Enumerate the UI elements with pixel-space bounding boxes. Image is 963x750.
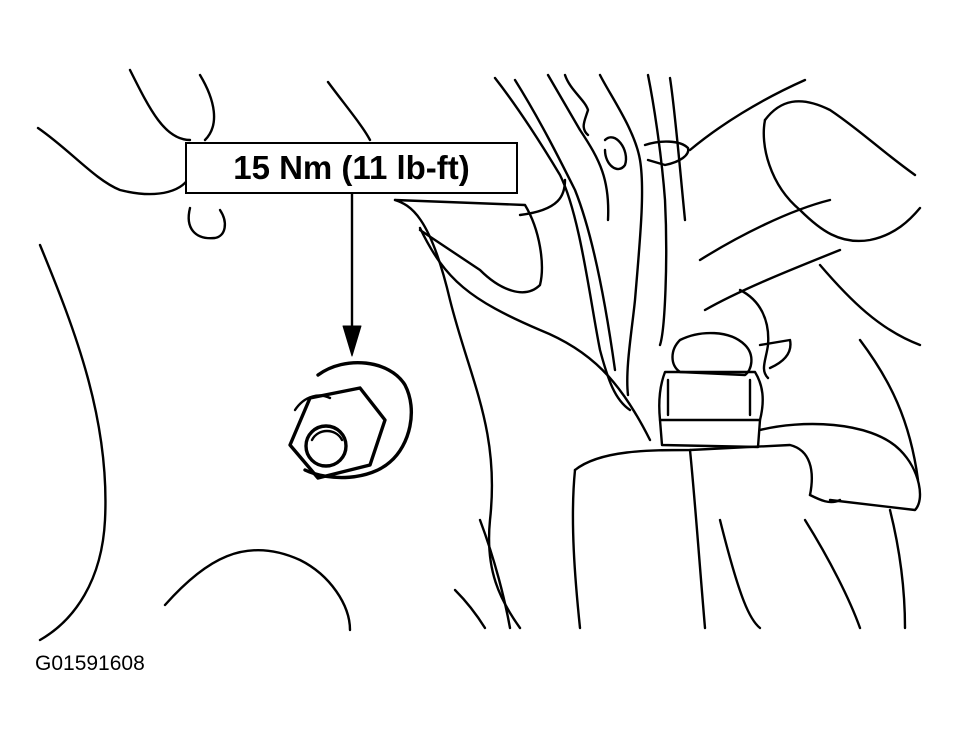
torque-callout: 15 Nm (11 lb-ft) xyxy=(185,142,518,194)
ball-joint xyxy=(658,331,764,449)
torque-value-label: 15 Nm (11 lb-ft) xyxy=(233,149,470,186)
bracket-body xyxy=(326,80,652,630)
lower-housing xyxy=(571,422,922,630)
housing-outline-left xyxy=(36,68,352,642)
leader-arrow xyxy=(342,192,362,357)
bracket-arm xyxy=(493,73,690,412)
link-rod xyxy=(688,78,922,482)
hex-nut-with-flange-icon xyxy=(288,361,413,480)
figure-id-label: G01591608 xyxy=(35,652,145,675)
